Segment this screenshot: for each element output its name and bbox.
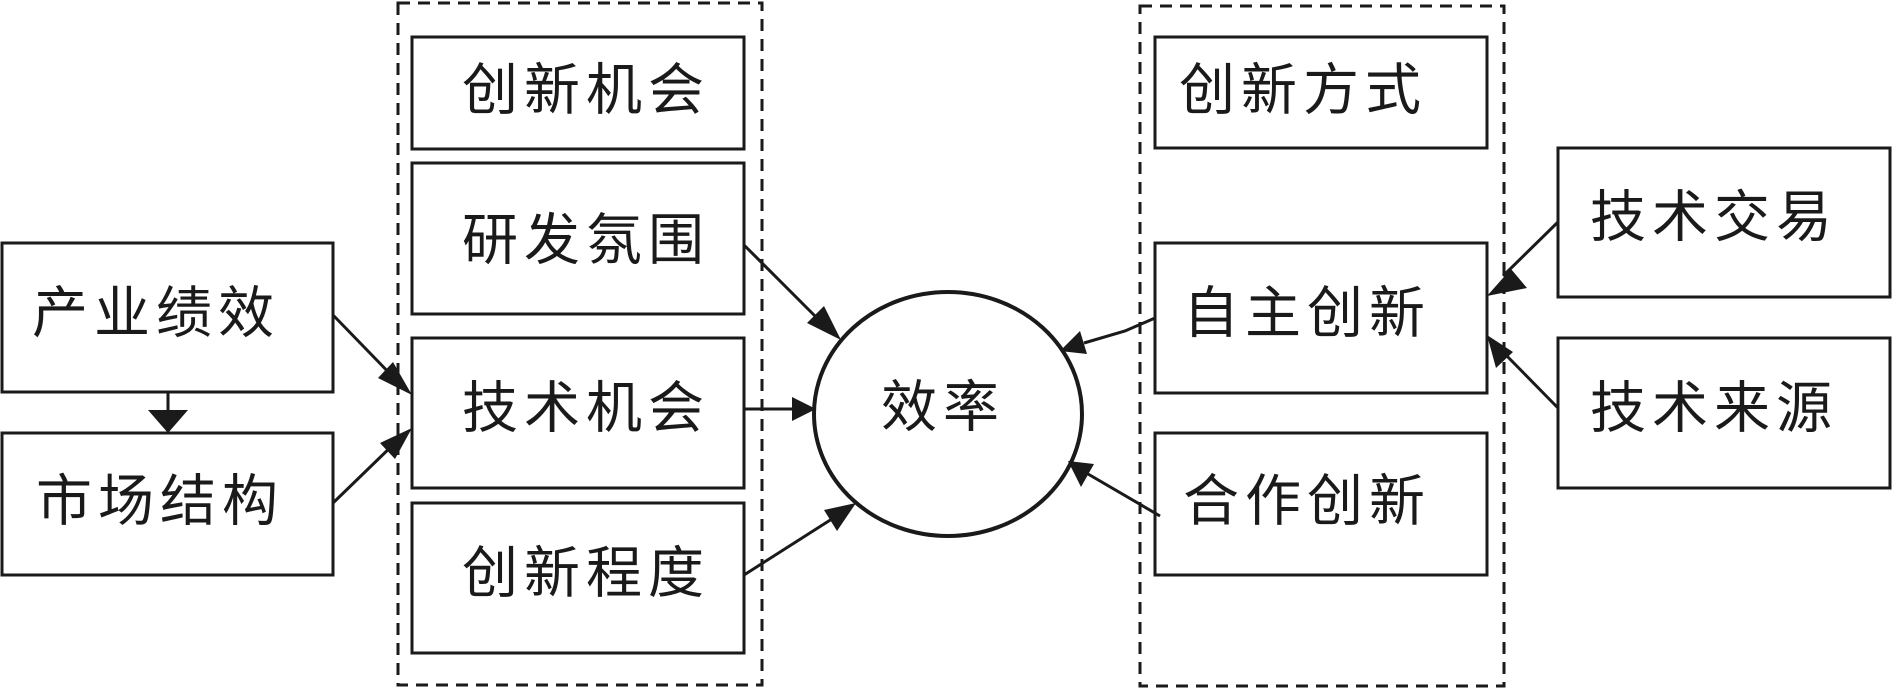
arrowhead-cooperative-to-efficiency — [1068, 461, 1094, 487]
node-technology-trade-label: 技术交易 — [1590, 186, 1838, 251]
node-rd-atmosphere: 研发氛围 — [410, 161, 746, 316]
node-market-structure: 市场结构 — [0, 431, 335, 577]
node-innovation-degree: 创新程度 — [410, 501, 746, 655]
arrowhead-independent-to-efficiency — [1060, 331, 1087, 354]
arrowhead-tech-opportunity-to-efficiency — [792, 397, 816, 421]
node-innovation-mode-label: 创新方式 — [1179, 59, 1427, 124]
node-technology-opportunity-label: 技术机会 — [462, 377, 710, 442]
node-independent-innovation-label: 自主创新 — [1183, 282, 1431, 347]
edge-source-to-independent — [1501, 350, 1560, 410]
node-technology-source: 技术来源 — [1556, 336, 1892, 490]
node-industry-performance: 产业绩效 — [0, 241, 335, 394]
arrowhead-performance-to-tech-opportunity — [378, 362, 412, 395]
right-mode-group — [1138, 4, 1506, 688]
arrowhead-structure-to-tech-opportunity — [380, 428, 412, 459]
arrowhead-rd-to-efficiency — [807, 306, 841, 340]
node-technology-trade: 技术交易 — [1556, 146, 1892, 299]
node-technology-opportunity: 技术机会 — [410, 336, 746, 490]
node-cooperative-innovation-label: 合作创新 — [1183, 470, 1431, 535]
node-efficiency-label: 效率 — [881, 376, 1005, 441]
arrowhead-trade-to-independent — [1487, 269, 1527, 296]
arrowhead-source-to-independent — [1487, 335, 1513, 368]
node-independent-innovation: 自主创新 — [1153, 241, 1489, 395]
node-industry-performance-label: 产业绩效 — [32, 282, 280, 347]
edge-rd-to-efficiency — [742, 243, 824, 325]
node-efficiency: 效率 — [812, 290, 1084, 538]
edge-cooperative-to-efficiency — [1087, 472, 1161, 518]
edge-degree-to-efficiency — [743, 515, 836, 577]
edge-independent-to-efficiency — [1083, 316, 1156, 345]
node-innovation-opportunity-label: 创新机会 — [462, 59, 710, 124]
left-factor-group — [396, 1, 764, 687]
node-innovation-opportunity: 创新机会 — [410, 35, 746, 151]
arrowhead-degree-to-efficiency — [824, 503, 856, 531]
node-rd-atmosphere-label: 研发氛围 — [462, 209, 710, 274]
edge-trade-to-independent — [1501, 220, 1560, 278]
arrowhead-performance-to-structure — [148, 410, 188, 433]
node-innovation-mode: 创新方式 — [1153, 35, 1489, 150]
node-cooperative-innovation: 合作创新 — [1153, 431, 1489, 577]
node-innovation-degree-label: 创新程度 — [462, 542, 710, 607]
node-technology-source-label: 技术来源 — [1590, 377, 1838, 442]
node-market-structure-label: 市场结构 — [36, 470, 284, 535]
